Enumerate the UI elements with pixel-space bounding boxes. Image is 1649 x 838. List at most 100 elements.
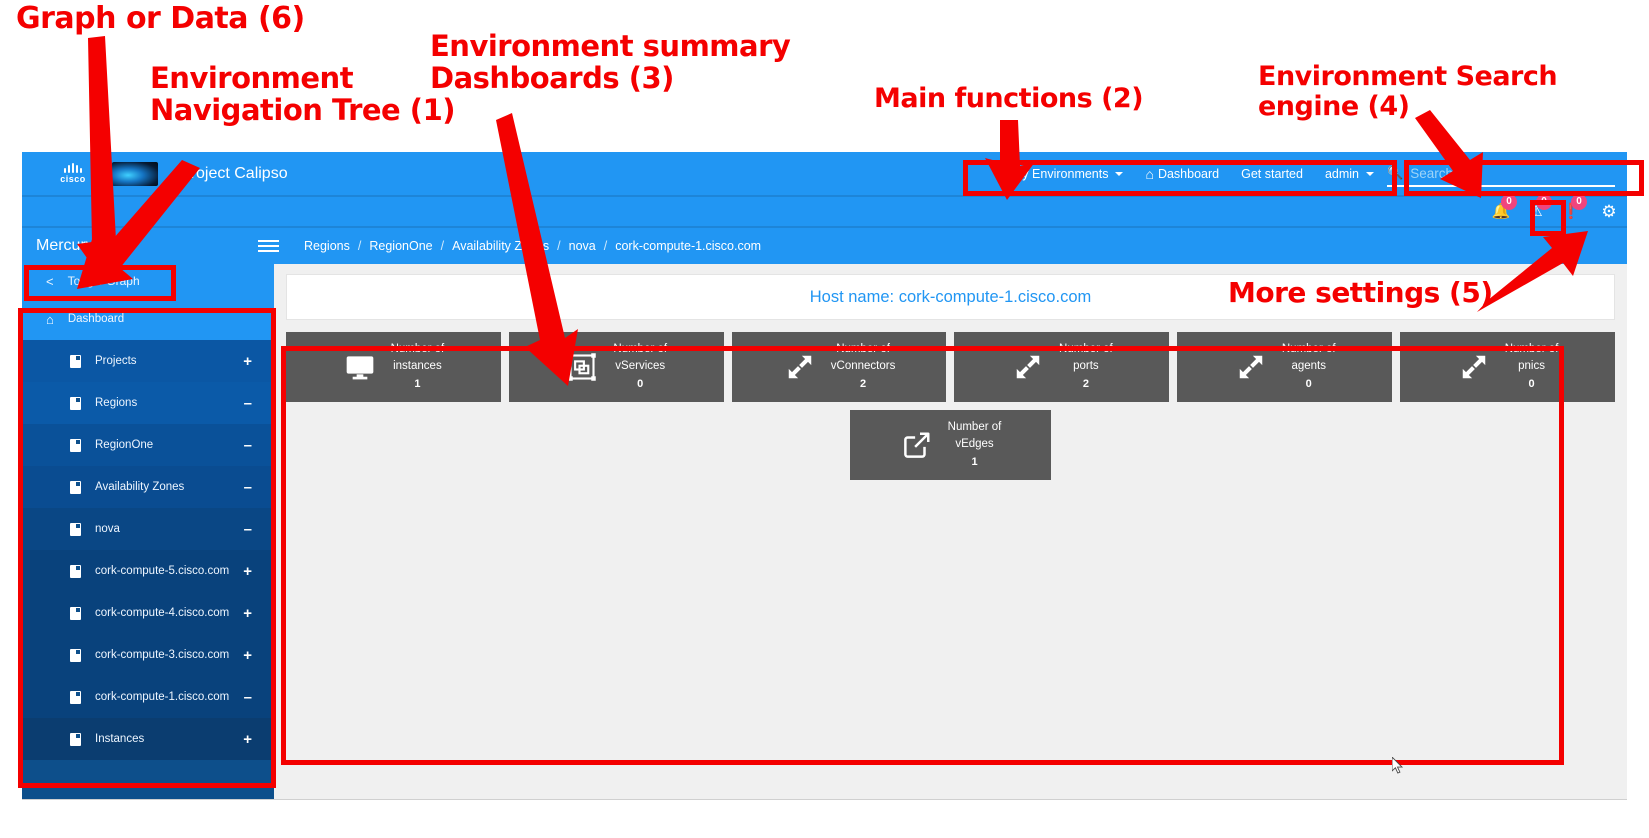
application-window: cisco Project Calipso My Environments ⌂ … xyxy=(22,152,1627,800)
annotation-graph-or-data: Graph or Data (6) xyxy=(16,1,305,36)
toggle-graph-button[interactable]: < Toggle Graph xyxy=(22,264,274,298)
expand-toggle[interactable]: + xyxy=(243,562,252,580)
settings-gear-button[interactable]: ⚙ xyxy=(1594,199,1624,225)
page-title: Project Calipso xyxy=(180,164,288,182)
environment-navigation-tree: < Toggle Graph ⌂ Dashboard Projects + Re… xyxy=(22,264,274,799)
node-icon xyxy=(70,690,81,704)
external-link-icon xyxy=(900,428,934,462)
collapse-toggle[interactable]: – xyxy=(243,688,252,706)
tile-text: Number of vEdges 1 xyxy=(948,419,1002,470)
breadcrumb-separator: / xyxy=(557,239,561,253)
node-icon xyxy=(70,606,81,620)
sidebar-item-label: Regions xyxy=(95,397,138,409)
tile-value: 2 xyxy=(1082,377,1089,390)
tiles-row-1: Number of instances 1 xyxy=(286,332,1615,402)
sidebar-item-availability-zones[interactable]: Availability Zones – xyxy=(22,466,274,508)
expand-toggle[interactable]: + xyxy=(243,646,252,664)
tile-label-line1: Number of xyxy=(836,343,890,356)
tile-agents[interactable]: Number of agents 0 xyxy=(1177,332,1393,402)
search-icon: 🔍 xyxy=(1387,165,1404,180)
annotation-dashboards: Environment summary Dashboards (3) xyxy=(430,29,791,96)
tile-value: 1 xyxy=(971,455,978,468)
tile-label-line1: Number of xyxy=(1281,343,1336,356)
compress-arrows-icon xyxy=(1234,350,1268,384)
tile-ports[interactable]: Number of ports 2 xyxy=(954,332,1170,402)
gear-icon: ⚙ xyxy=(1601,201,1617,221)
error-badge: 0 xyxy=(1571,193,1587,210)
sidebar-item-instances[interactable]: Instances + xyxy=(22,718,274,760)
tile-value: 0 xyxy=(637,377,644,390)
tile-text: Number of agents 0 xyxy=(1282,341,1336,392)
sidebar-item-cork-compute-4[interactable]: cork-compute-4.cisco.com + xyxy=(22,592,274,634)
tile-vedges[interactable]: Number of vEdges 1 xyxy=(850,410,1051,480)
node-icon xyxy=(70,648,81,662)
sidebar-item-label: RegionOne xyxy=(95,439,154,451)
sidebar-item-regionone[interactable]: RegionOne – xyxy=(22,424,274,466)
expand-toggle[interactable]: + xyxy=(243,730,252,748)
expand-toggle[interactable]: + xyxy=(243,604,252,622)
tile-instances[interactable]: Number of instances 1 xyxy=(286,332,501,402)
home-icon: ⌂ xyxy=(46,311,54,327)
sidebar-item-cork-compute-3[interactable]: cork-compute-3.cisco.com + xyxy=(22,634,274,676)
nav-my-environments-label: My Environments xyxy=(1011,166,1109,181)
nav-dashboard-label: Dashboard xyxy=(1157,166,1220,181)
nav-get-started[interactable]: Get started xyxy=(1241,167,1303,181)
warning-notification-button[interactable]: ⚠ 0 xyxy=(1519,193,1553,224)
tile-label-line1: Number of xyxy=(1059,343,1113,356)
error-notification-button[interactable]: ❗ 0 xyxy=(1554,193,1588,224)
chevron-down-icon xyxy=(1366,171,1374,176)
collapse-toggle[interactable]: – xyxy=(243,394,252,412)
sidebar-item-label: cork-compute-3.cisco.com xyxy=(95,649,230,661)
sidebar-item-label: cork-compute-1.cisco.com xyxy=(95,691,230,703)
node-icon xyxy=(70,438,81,452)
sidebar-item-label: cork-compute-5.cisco.com xyxy=(95,565,230,577)
breadcrumb-item-nova[interactable]: nova xyxy=(568,239,596,253)
vservice-icon xyxy=(565,350,599,384)
chevron-down-icon xyxy=(1115,171,1124,176)
compress-arrows-icon xyxy=(1011,350,1045,384)
nav-admin-menu[interactable]: admin xyxy=(1325,167,1374,181)
nav-dashboard[interactable]: ⌂ Dashboard xyxy=(1145,167,1219,181)
share-icon: < xyxy=(46,273,54,289)
sidebar-item-nova[interactable]: nova – xyxy=(22,508,274,550)
tile-label-line1: Number of xyxy=(1504,343,1559,356)
home-icon: ⌂ xyxy=(1145,165,1154,182)
tile-value: 0 xyxy=(1305,377,1312,390)
nav-my-environments[interactable]: My Environments xyxy=(1012,167,1124,181)
sidebar-item-cork-compute-1[interactable]: cork-compute-1.cisco.com – xyxy=(22,676,274,718)
tile-vservices[interactable]: Number of vServices 0 xyxy=(508,332,724,402)
sidebar-item-cork-compute-5[interactable]: cork-compute-5.cisco.com + xyxy=(22,550,274,592)
collapse-toggle[interactable]: – xyxy=(243,478,252,496)
tile-label-line2: vConnectors xyxy=(830,360,896,373)
breadcrumb-item-regions[interactable]: Regions xyxy=(304,239,350,253)
sidebar-title: Mercury xyxy=(36,237,94,254)
collapse-toggle[interactable]: – xyxy=(243,520,252,538)
hamburger-icon[interactable] xyxy=(258,240,288,252)
search-input[interactable]: 🔍 Search ... xyxy=(1387,161,1615,187)
tile-label-line1: Number of xyxy=(947,421,1002,434)
cisco-wordmark: cisco xyxy=(60,174,86,184)
node-icon xyxy=(70,480,81,494)
annotation-more-settings: More settings (5) xyxy=(1228,276,1493,309)
bell-notification-button[interactable]: 🔔 0 xyxy=(1484,193,1518,224)
annotation-main-functions: Main functions (2) xyxy=(874,83,1144,114)
sidebar-item-label: Instances xyxy=(95,733,145,745)
breadcrumb-item-regionone[interactable]: RegionOne xyxy=(369,239,433,253)
breadcrumb-item-availability-zones[interactable]: Availability Zones xyxy=(452,239,550,253)
node-icon xyxy=(70,564,81,578)
search-placeholder: Search ... xyxy=(1410,165,1468,181)
sidebar-item-projects[interactable]: Projects + xyxy=(22,340,274,382)
expand-toggle[interactable]: + xyxy=(243,352,252,370)
tile-pnics[interactable]: Number of pnics 0 xyxy=(1400,332,1615,402)
tile-value: 1 xyxy=(414,377,421,390)
mouse-cursor xyxy=(1392,757,1404,774)
nav-admin-label: admin xyxy=(1324,166,1359,181)
collapse-toggle[interactable]: – xyxy=(243,436,252,454)
tile-vconnectors[interactable]: Number of vConnectors 2 xyxy=(731,332,947,402)
product-logo-image xyxy=(112,161,158,186)
breadcrumb-item-host[interactable]: cork-compute-1.cisco.com xyxy=(615,239,762,253)
sidebar-item-regions[interactable]: Regions – xyxy=(22,382,274,424)
cisco-logo: cisco xyxy=(50,161,96,187)
sidebar-item-dashboard[interactable]: ⌂ Dashboard xyxy=(22,298,274,340)
breadcrumb-separator: / xyxy=(603,239,608,253)
